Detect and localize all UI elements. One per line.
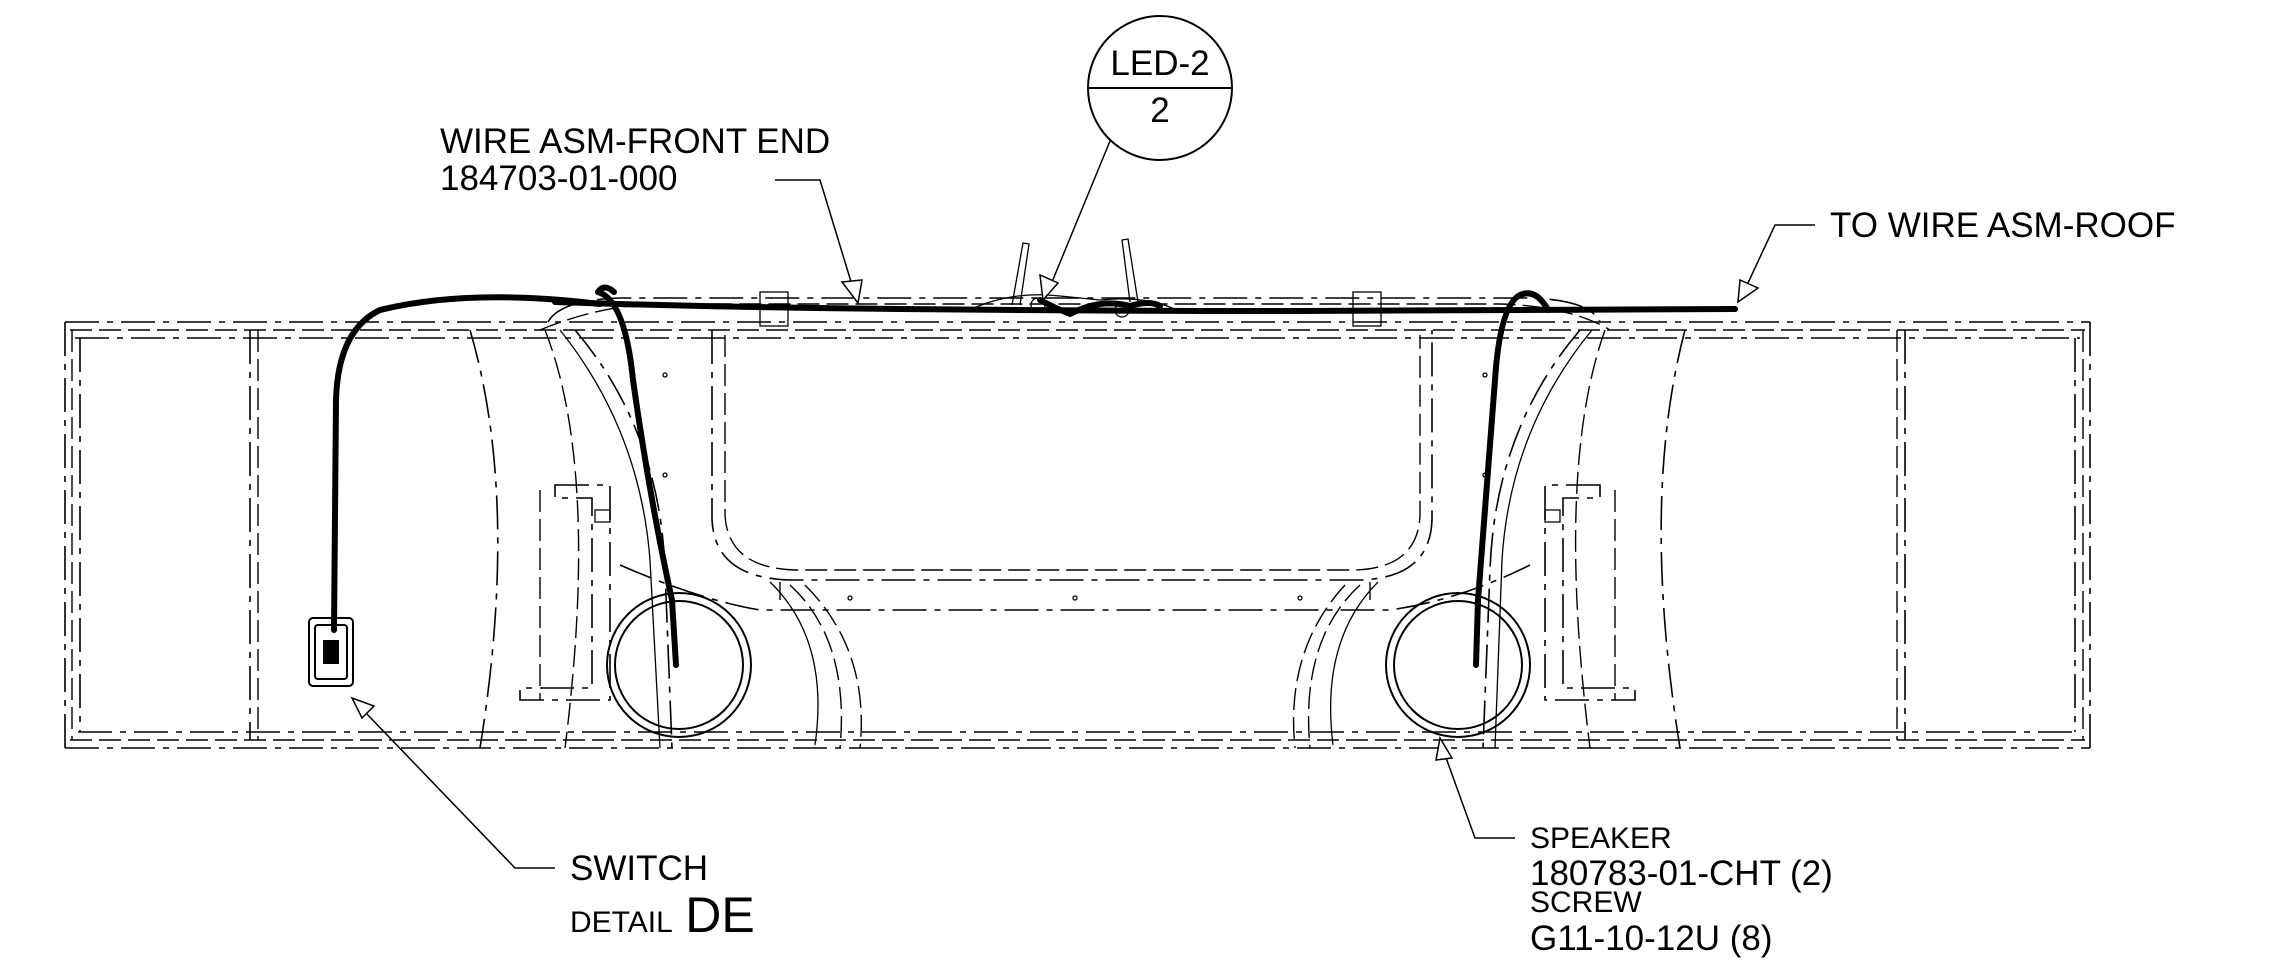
speaker-callout: SPEAKER 180783-01-CHT (2) SCREW G11-10-1… [1435, 735, 1833, 958]
speaker-arrow-head [1435, 735, 1454, 761]
led-bubble-bottom: 2 [1150, 91, 1169, 130]
speaker-label: SPEAKER [1530, 822, 1672, 855]
detail-id: DE [685, 887, 754, 943]
wire-front-callout: WIRE ASM-FRONT END 184703-01-000 [440, 122, 863, 305]
right-bracket [1544, 484, 1636, 701]
wire-roof-label: TO WIRE ASM-ROOF [1830, 206, 2175, 245]
screw-label: SCREW [1530, 886, 1642, 919]
wire-roof-arrow-head [1737, 278, 1760, 304]
detail-prefix: DETAIL [570, 906, 673, 939]
right-speaker [1385, 592, 1531, 738]
center-body [469, 291, 1686, 749]
detail-label: DETAIL DE [570, 887, 755, 943]
wire-harness [331, 284, 1738, 668]
switch-callout: SWITCH DETAIL DE [350, 696, 755, 943]
wire-front-label: WIRE ASM-FRONT END [440, 122, 830, 161]
left-speaker [606, 592, 752, 738]
wire-roof-callout: TO WIRE ASM-ROOF [1737, 206, 2175, 304]
led-arrow-head [1039, 273, 1060, 302]
led-leads [1011, 238, 1139, 318]
led-bubble-top: LED-2 [1110, 44, 1209, 83]
switch-arrow-head [350, 696, 376, 720]
speaker-part: 180783-01-CHT (2) [1530, 854, 1833, 893]
led-callout: LED-2 2 [1039, 15, 1233, 302]
left-bracket [519, 484, 611, 701]
screw-part: G11-10-12U (8) [1530, 919, 1773, 958]
switch-body [308, 617, 354, 687]
housing-outline [64, 321, 2091, 749]
wire-front-part: 184703-01-000 [440, 159, 677, 198]
wire-front-arrow-head [840, 279, 863, 305]
switch-label: SWITCH [570, 849, 708, 888]
